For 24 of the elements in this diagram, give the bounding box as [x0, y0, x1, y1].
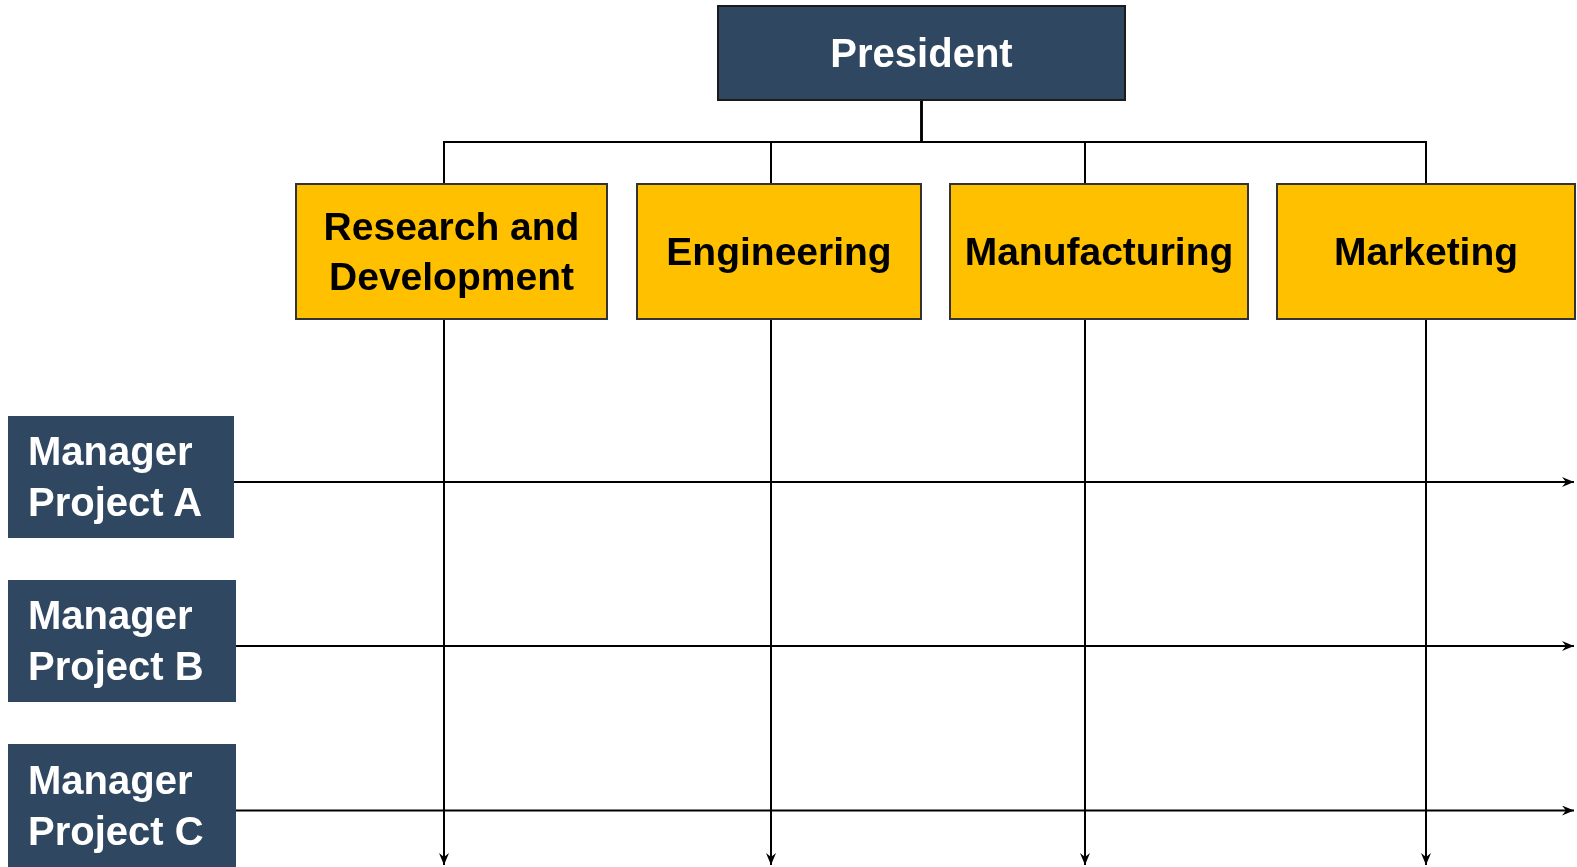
box-label: Manager Project C — [28, 756, 205, 855]
arrow — [235, 805, 1575, 816]
box-label: Research and Development — [322, 204, 581, 300]
department-box — [295, 183, 608, 320]
box-label: Manager Project A — [28, 428, 204, 526]
manager-box — [8, 416, 234, 538]
box-label: President — [830, 29, 1013, 77]
department-box — [1276, 183, 1576, 320]
department-box — [636, 183, 922, 320]
arrow — [1421, 319, 1431, 866]
arrow — [233, 477, 1575, 487]
arrow — [439, 319, 449, 866]
department-box — [949, 183, 1249, 320]
connector-line — [920, 100, 1427, 184]
manager-box — [8, 580, 236, 702]
arrow — [235, 641, 1575, 651]
arrow — [1080, 319, 1090, 866]
manager-box — [8, 744, 236, 867]
arrow — [766, 319, 776, 866]
box-label: Manufacturing — [964, 228, 1234, 275]
title-box — [717, 5, 1126, 101]
box-label: Engineering — [666, 228, 892, 275]
box-label: Marketing — [1333, 228, 1519, 275]
box-label: Manager Project B — [28, 592, 205, 690]
